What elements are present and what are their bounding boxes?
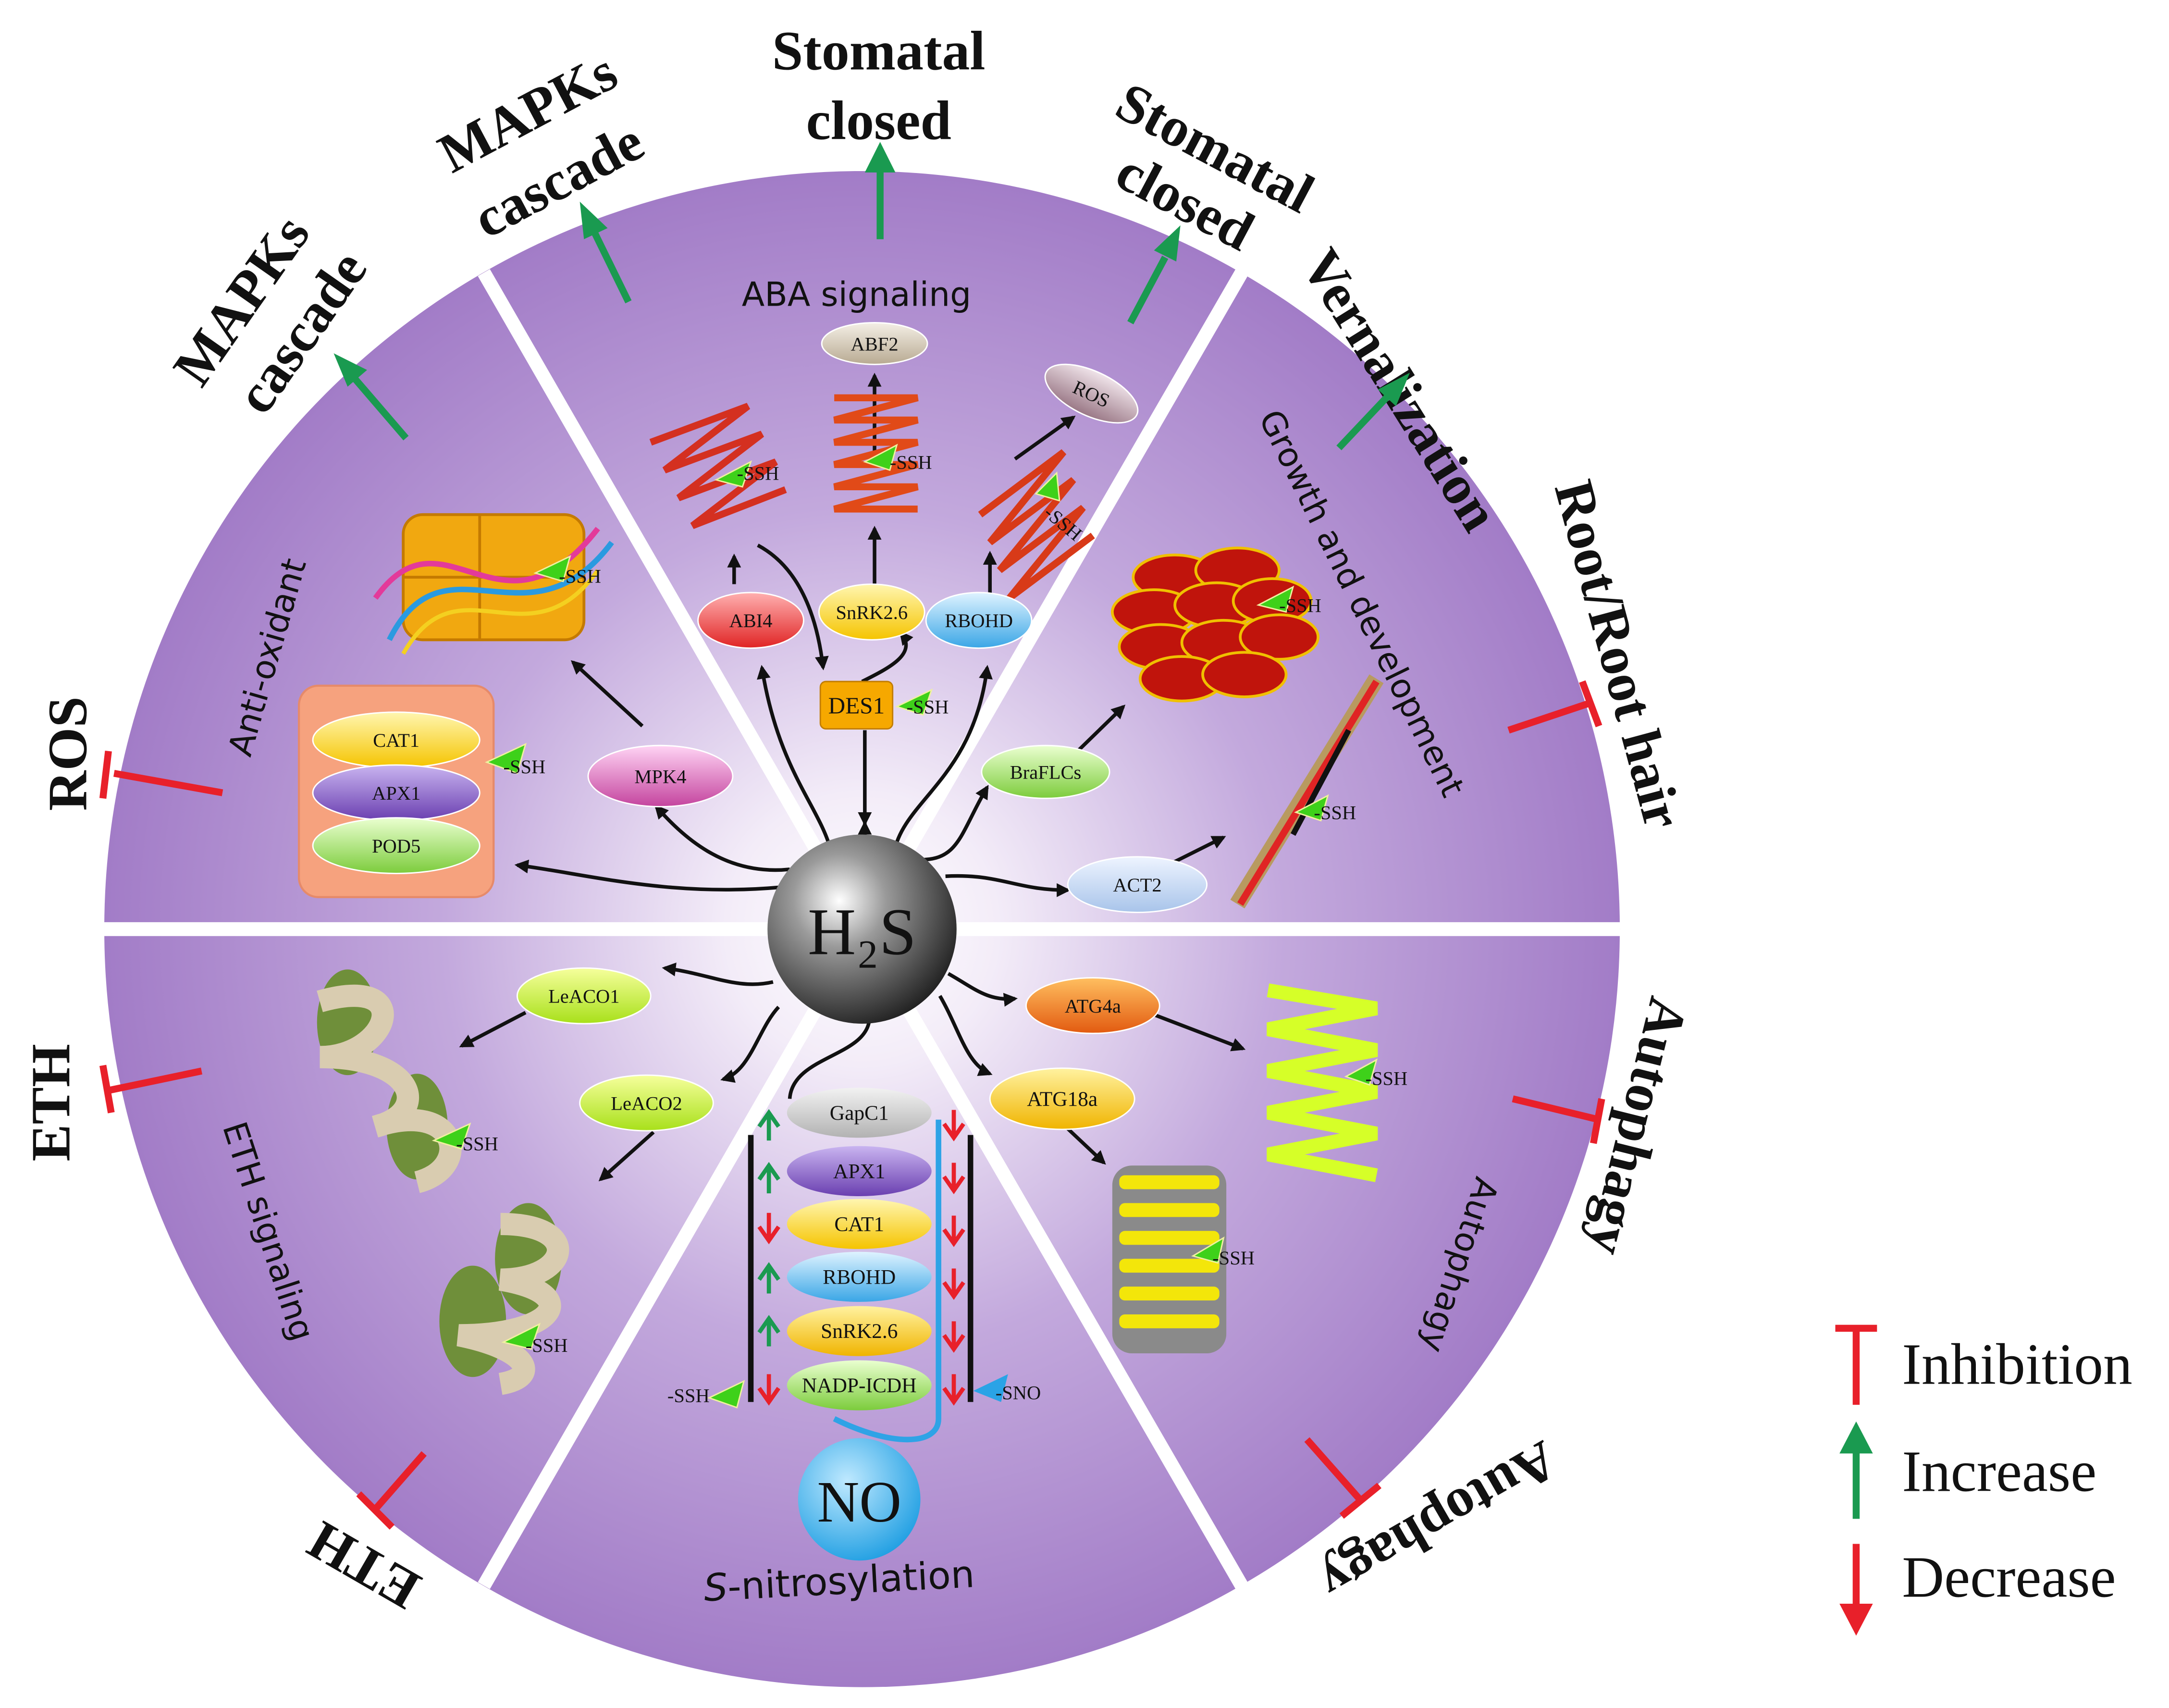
node-cat1: CAT1	[373, 730, 419, 751]
stack-cat1-shape	[787, 1199, 932, 1249]
node-snrk26: SnRK2.6	[836, 602, 908, 623]
sector-dividers	[104, 269, 1620, 1589]
h2s-label: H₂S	[808, 895, 916, 969]
legend-decrease-icon	[1839, 1544, 1873, 1636]
helix-abi4	[649, 403, 787, 529]
node-leaco1: LeACO1	[548, 986, 619, 1007]
eth-protein-2	[439, 1203, 569, 1395]
legend-decrease-label: Decrease	[1902, 1545, 2116, 1609]
helix-group-aba	[649, 394, 1095, 601]
stack-rbohd-shape	[787, 1251, 932, 1302]
stack-gapc1-shape	[787, 1088, 932, 1138]
sno-tag-shape	[973, 1374, 1008, 1402]
node-atg18a-shape	[989, 1067, 1135, 1130]
outer-increase-arrows	[333, 142, 1410, 450]
connector-arrows	[459, 372, 1246, 1182]
node-ros-shape	[1044, 363, 1139, 424]
ssh-tag-dna: -SSH	[559, 566, 601, 587]
cylinder-atg18a	[1112, 1165, 1227, 1353]
label-ros: ROS	[37, 696, 99, 811]
ssh-tag-braflcs: -SSH	[1279, 594, 1321, 616]
node-abf2: ABF2	[851, 333, 899, 355]
stack-item-rbohd: RBOHD	[823, 1265, 896, 1288]
ssh-tag-leaco1: -SSH	[456, 1133, 498, 1154]
node-mpk4: MPK4	[634, 766, 686, 787]
node-apx1: APX1	[372, 782, 420, 804]
stack-left-arrows	[757, 1109, 780, 1406]
stack-item-cat1: CAT1	[834, 1213, 884, 1236]
ssh-tag-snrk26: -SSH	[890, 451, 932, 473]
node-leaco1-shape	[516, 967, 652, 1025]
stack-item-apx1: APX1	[833, 1160, 885, 1183]
node-act2-shape	[1067, 856, 1208, 914]
no-ball	[798, 1438, 921, 1561]
node-act2: ACT2	[1113, 874, 1161, 896]
stack-apx1-shape	[787, 1146, 932, 1196]
stack-nadpicdh-shape	[787, 1360, 932, 1411]
node-atg18a: ATG18a	[1027, 1088, 1097, 1111]
helix-atg4a	[1267, 983, 1378, 1182]
legend-inhibition-label: Inhibition	[1902, 1333, 2132, 1397]
actin-filament	[1230, 674, 1384, 909]
node-abi4: ABI4	[729, 610, 773, 631]
legend: Inhibition Increase Decrease	[1835, 1324, 2132, 1636]
node-atg4a-shape	[1025, 977, 1160, 1034]
node-braflcs-shape	[981, 744, 1110, 799]
legend-increase-icon	[1839, 1421, 1873, 1519]
node-des1: DES1	[828, 693, 885, 719]
helix-snrk26	[833, 394, 919, 513]
ssh-tag-abi4: -SSH	[737, 462, 779, 484]
node-snrk26-shape	[818, 583, 925, 641]
outer-inhibition-bars	[99, 680, 1605, 1530]
snitro-lines	[748, 1119, 974, 1443]
label-stomatal-closed-top-line2: closed	[806, 90, 951, 151]
node-rbohd-shape	[925, 592, 1033, 649]
no-label: NO	[817, 1470, 901, 1535]
label-eth-left: ETH	[21, 1044, 82, 1161]
node-mpk4-shape	[587, 744, 734, 808]
ssh-tag-shapes	[431, 444, 1378, 1409]
node-leaco2-shape	[579, 1074, 714, 1132]
node-pod5-shape	[312, 817, 481, 874]
ssh-tag-atg18a: -SSH	[1212, 1247, 1255, 1269]
stack-right-arrows	[942, 1110, 965, 1406]
ssh-tag-enzymes: -SSH	[503, 756, 545, 778]
legend-inhibition-icon	[1835, 1324, 1877, 1405]
h2s-center-ball	[767, 834, 957, 1024]
node-pod5: POD5	[372, 835, 420, 857]
node-abf2-shape	[821, 322, 928, 365]
node-des1-shape	[819, 681, 894, 730]
node-leaco2: LeACO2	[611, 1093, 682, 1114]
node-rbohd: RBOHD	[945, 610, 1013, 631]
ssh-tag-leaco2: -SSH	[526, 1335, 568, 1356]
ssh-tag-act2: -SSH	[1314, 802, 1356, 824]
node-atg4a: ATG4a	[1065, 995, 1121, 1017]
stack-snrk26-shape	[787, 1306, 932, 1356]
stack-item-nadpicdh: NADP-ICDH	[802, 1374, 917, 1397]
ssh-tag-des1: -SSH	[907, 696, 949, 718]
ssh-tag-snitro: -SSH	[667, 1385, 710, 1406]
ssh-tag-atg4a: -SSH	[1366, 1067, 1408, 1089]
sector-aba-title: ABA signaling	[742, 276, 971, 314]
stack-item-snrk26: SnRK2.6	[821, 1320, 898, 1343]
label-stomatal-closed-top-line1: Stomatal	[772, 21, 986, 82]
node-abi4-shape	[697, 592, 804, 649]
helix-rbohd	[978, 449, 1095, 601]
sno-tag-snitro: -SNO	[996, 1382, 1041, 1403]
legend-increase-label: Increase	[1902, 1440, 2096, 1504]
node-braflcs: BraFLCs	[1010, 762, 1082, 783]
stack-item-gapc1: GapC1	[830, 1102, 889, 1125]
